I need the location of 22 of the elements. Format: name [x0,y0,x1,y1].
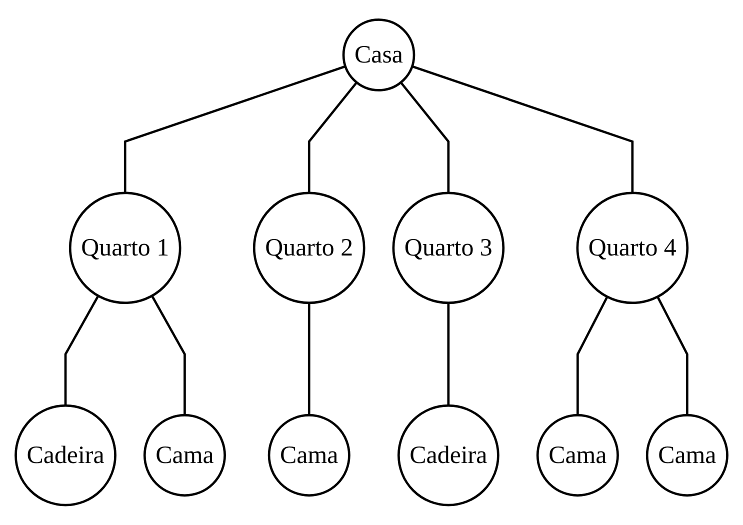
connector [64,295,100,406]
node-circle [68,192,182,304]
connector [447,302,450,406]
connector [576,296,608,416]
node-circle [268,414,350,497]
connector [308,302,310,416]
connector [656,296,688,416]
node-circle [646,414,728,497]
connector [412,65,634,193]
tree-diagram: Casa Quarto 1 Quarto 2 Quarto 3 Quarto 4 Cadeira Cama Cama Cadeira Cama Cama [4,8,739,517]
node-circle [252,192,366,304]
connector [400,82,450,193]
connector [124,65,346,193]
node-circle [536,414,619,497]
node-circle [392,192,505,304]
node-circle [576,192,689,304]
node-circle [14,404,116,506]
connector [308,82,358,193]
node-circle [342,18,416,92]
node-circle [397,404,500,506]
connector [150,295,186,416]
node-circle [143,414,226,497]
